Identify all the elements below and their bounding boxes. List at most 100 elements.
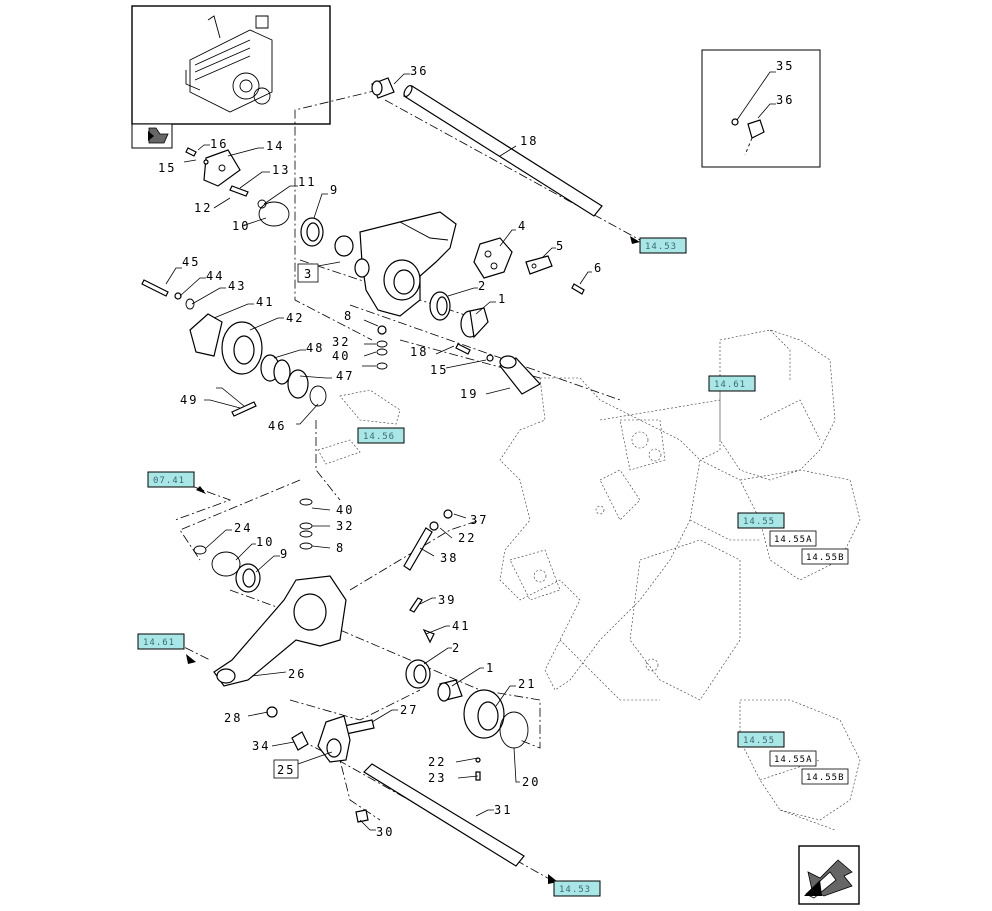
- reference-14-55A-lower[interactable]: 14.55A: [769, 750, 817, 767]
- reference-14-55A-upper[interactable]: 14.55A: [769, 530, 817, 547]
- callout-37: 39: [438, 593, 456, 607]
- callout-38b: 40: [336, 503, 354, 517]
- boxed-callout-25: 25: [273, 759, 299, 779]
- part-1-bushing-upper: [460, 307, 489, 339]
- callout-33: 35: [776, 59, 794, 73]
- svg-text:14.55A: 14.55A: [774, 755, 813, 765]
- svg-text:14.55B: 14.55B: [806, 773, 845, 783]
- callout-19: 20: [522, 775, 540, 789]
- detail-inset-33-34: [701, 49, 821, 168]
- svg-text:3: 3: [304, 267, 313, 281]
- callout-11: 12: [194, 201, 212, 215]
- callout-44: 45: [182, 255, 200, 269]
- callout-14b: 15: [430, 363, 448, 377]
- svg-text:07.41: 07.41: [153, 476, 185, 486]
- callout-labels: 36 18 16 15 14 13 12 11 10 9 4 5 6 2 1 4…: [158, 59, 794, 839]
- callout-39: 41: [452, 619, 470, 633]
- callout-21b: 22: [428, 755, 446, 769]
- callout-24: 24: [234, 521, 252, 535]
- callout-2b: 2: [452, 641, 461, 655]
- inset-thumbnail[interactable]: [131, 5, 331, 125]
- callout-29: 31: [494, 803, 512, 817]
- callout-13: 14: [266, 139, 284, 153]
- svg-text:14.55A: 14.55A: [774, 535, 813, 545]
- callout-23: 26: [288, 667, 306, 681]
- previous-page-icon[interactable]: [131, 123, 173, 149]
- svg-text:14.56: 14.56: [363, 432, 395, 442]
- part-13-cover-plate: [203, 149, 241, 187]
- svg-text:14.61: 14.61: [143, 638, 175, 648]
- callout-15: 16: [210, 137, 228, 151]
- callout-48: 49: [180, 393, 198, 407]
- part-3-housing: [334, 211, 457, 317]
- part-18-shaft: [403, 84, 603, 217]
- part-31-bushing: [371, 77, 395, 99]
- reference-14-53-bottom[interactable]: 14.53: [553, 880, 601, 897]
- callout-42: 43: [228, 279, 246, 293]
- callout-14: 15: [158, 161, 176, 175]
- reference-07-41[interactable]: 07.41: [147, 471, 195, 488]
- callout-7b: 9: [280, 547, 289, 561]
- callout-30: 32: [332, 335, 350, 349]
- callout-40: 41: [256, 295, 274, 309]
- lower-assembly: [193, 498, 529, 867]
- part-23-lever: [213, 575, 347, 687]
- callout-16: 18: [410, 345, 428, 359]
- svg-text:25: 25: [277, 763, 295, 777]
- callout-1: 1: [498, 292, 507, 306]
- part-2-seal-upper: [429, 291, 451, 321]
- reference-14-56[interactable]: 14.56: [357, 427, 405, 444]
- part-40-cap: [189, 313, 223, 357]
- reference-14-53-top[interactable]: 14.53: [639, 237, 687, 254]
- leader-lines: [165, 73, 592, 831]
- callout-17: 19: [460, 387, 478, 401]
- svg-text:14.53: 14.53: [559, 885, 591, 895]
- callout-8b: 8: [336, 541, 345, 555]
- svg-text:14.53: 14.53: [645, 242, 677, 252]
- callout-30b: 32: [336, 519, 354, 533]
- callout-27: 28: [224, 711, 242, 725]
- part-20-flange: [463, 689, 505, 739]
- reference-14-55-lower[interactable]: 14.55: [737, 731, 785, 748]
- part-4-bracket: [473, 237, 513, 279]
- boxed-callout-3: 3: [297, 263, 319, 283]
- reference-14-55B-upper[interactable]: 14.55B: [801, 548, 849, 565]
- reference-14-55B-lower[interactable]: 14.55B: [801, 768, 849, 785]
- part-7-bearing-upper: [300, 217, 324, 247]
- callout-2: 2: [478, 279, 487, 293]
- callout-45: 46: [268, 419, 286, 433]
- callout-21: 22: [458, 531, 476, 545]
- callout-47: 48: [306, 341, 324, 355]
- svg-text:14.55: 14.55: [743, 736, 775, 746]
- next-page-icon[interactable]: [798, 845, 860, 905]
- reference-14-55-upper[interactable]: 14.55: [737, 512, 785, 529]
- reference-arrows: [186, 236, 640, 884]
- svg-text:14.55: 14.55: [743, 517, 775, 527]
- callout-5: 5: [556, 239, 565, 253]
- callout-35: 37: [470, 513, 488, 527]
- assembly-axes: [169, 89, 641, 886]
- part-41-flange: [221, 321, 263, 375]
- callout-8: 8: [344, 309, 353, 323]
- part-25-clamp: [317, 715, 351, 763]
- callout-22: 23: [428, 771, 446, 785]
- callout-28: 30: [376, 825, 394, 839]
- callout-10: 11: [298, 175, 316, 189]
- svg-text:14.55B: 14.55B: [806, 553, 845, 563]
- callout-36: 38: [440, 551, 458, 565]
- reference-14-61-upper[interactable]: 14.61: [708, 375, 756, 392]
- svg-text:14.61: 14.61: [714, 380, 746, 390]
- part-17-tube: [499, 355, 541, 395]
- reference-14-61-lower[interactable]: 14.61: [137, 633, 185, 650]
- callout-43: 44: [206, 269, 224, 283]
- callout-34: 36: [776, 93, 794, 107]
- callout-31: 36: [410, 64, 428, 78]
- callout-38: 40: [332, 349, 350, 363]
- callout-9b: 10: [256, 535, 274, 549]
- callout-6: 6: [594, 261, 603, 275]
- callout-9: 10: [232, 219, 250, 233]
- callout-41: 42: [286, 311, 304, 325]
- part-7-bearing-lower: [235, 563, 261, 593]
- thumbnail-machine-sketch: [185, 15, 273, 113]
